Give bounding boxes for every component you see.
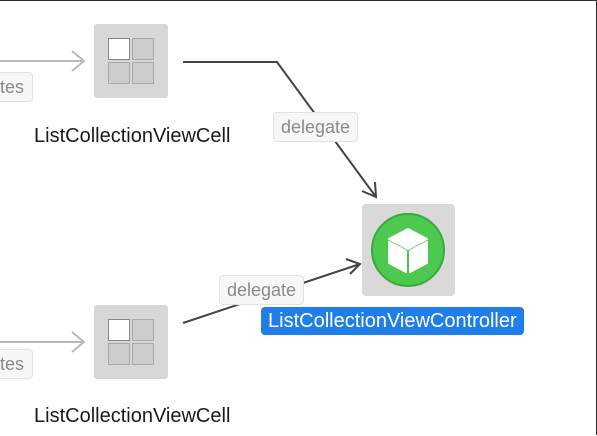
top-delegate-label[interactable]: delegate [273,112,359,142]
bottom-cell-name[interactable]: ListCollectionViewCell [34,405,231,427]
grid-cell-icon [132,343,154,365]
top-incoming-segue[interactable] [0,50,86,72]
grid-cell-icon [132,62,154,84]
top-segue-label-text: tes [0,77,25,97]
cube-icon [388,228,428,273]
top-cell-name[interactable]: ListCollectionViewCell [34,125,231,147]
controller-node-icon[interactable] [362,204,455,296]
grid-cell-icon [108,38,130,60]
top-cell-node-icon[interactable] [94,24,168,98]
controller-name[interactable]: ListCollectionViewController [261,307,524,335]
bottom-incoming-segue[interactable] [0,331,86,353]
top-delegate-connection[interactable] [183,61,378,199]
bottom-segue-label[interactable]: tes [0,349,34,379]
bottom-delegate-label[interactable]: delegate [219,275,305,305]
bottom-cell-node-icon[interactable] [94,305,168,379]
grid-cell-icon [108,343,130,365]
controller-badge [371,213,445,287]
bottom-segue-label-text: tes [0,354,25,374]
grid-cell-icon [108,62,130,84]
top-segue-label[interactable]: tes [0,72,34,102]
grid-cell-icon [132,319,154,341]
grid-cell-icon [132,38,154,60]
grid-cell-icon [108,319,130,341]
